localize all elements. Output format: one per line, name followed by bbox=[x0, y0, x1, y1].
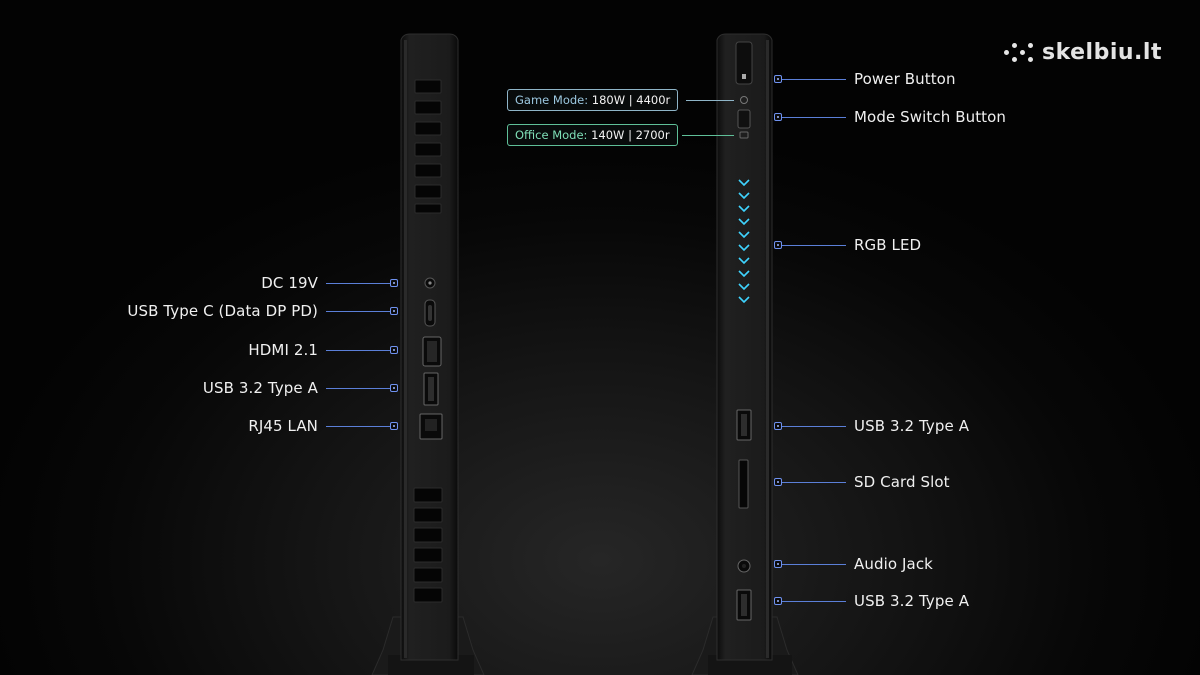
left-port-label-usb-c: USB Type C (Data DP PD) bbox=[127, 302, 318, 320]
right-port-label-power: Power Button bbox=[854, 70, 956, 88]
right-port-label-rgb-led: RGB LED bbox=[854, 236, 922, 254]
left-port-label-usb-a: USB 3.2 Type A bbox=[202, 379, 318, 397]
rgb-led-chevron-icon bbox=[738, 179, 750, 304]
callout-line bbox=[326, 311, 390, 312]
left-port-label-rj45: RJ45 LAN bbox=[248, 417, 318, 435]
left-port-label-dc: DC 19V bbox=[261, 274, 318, 292]
game-mode-value: 180W | 4400r bbox=[591, 93, 671, 107]
callout-line bbox=[782, 117, 846, 118]
callout-line bbox=[782, 601, 846, 602]
callout-line bbox=[326, 283, 390, 284]
callout-line bbox=[782, 564, 846, 565]
watermark-text: skelbiu.lt bbox=[1042, 40, 1162, 65]
callout-line bbox=[326, 426, 390, 427]
callout-line bbox=[326, 350, 390, 351]
vent-icon bbox=[414, 79, 442, 214]
callout-line bbox=[782, 482, 846, 483]
right-port-label-usb-a-lower: USB 3.2 Type A bbox=[854, 592, 970, 610]
skelbiu-logo-icon bbox=[1004, 41, 1034, 65]
callout-node bbox=[390, 422, 398, 430]
callout-node bbox=[390, 279, 398, 287]
right-port-label-usb-a-upper: USB 3.2 Type A bbox=[854, 417, 970, 435]
game-mode-name: Game Mode: bbox=[515, 93, 589, 107]
callout-line bbox=[782, 79, 846, 80]
office-mode-name: Office Mode: bbox=[515, 128, 588, 142]
callout-node bbox=[390, 307, 398, 315]
callout-node bbox=[774, 75, 782, 83]
callout-node bbox=[390, 384, 398, 392]
callout-line bbox=[326, 388, 390, 389]
callout-node bbox=[774, 113, 782, 121]
callout-node bbox=[774, 478, 782, 486]
callout-line bbox=[782, 245, 846, 246]
office-mode-value: 140W | 2700r bbox=[591, 128, 670, 142]
right-port-label-audio: Audio Jack bbox=[854, 555, 933, 573]
callout-node bbox=[774, 560, 782, 568]
right-port-label-mode-switch: Mode Switch Button bbox=[854, 108, 1007, 126]
game-mode-badge: Game Mode: 180W | 4400r bbox=[507, 89, 679, 111]
office-mode-badge: Office Mode: 140W | 2700r bbox=[507, 124, 678, 146]
office-mode-line bbox=[682, 135, 734, 136]
left-port-label-hdmi: HDMI 2.1 bbox=[248, 341, 318, 359]
callout-node bbox=[390, 346, 398, 354]
callout-node bbox=[774, 597, 782, 605]
callout-node bbox=[774, 241, 782, 249]
callout-node bbox=[774, 422, 782, 430]
right-port-label-sd-card: SD Card Slot bbox=[854, 473, 950, 491]
game-mode-line bbox=[686, 100, 734, 101]
watermark-logo: skelbiu.lt bbox=[1004, 40, 1162, 65]
callout-line bbox=[782, 426, 846, 427]
